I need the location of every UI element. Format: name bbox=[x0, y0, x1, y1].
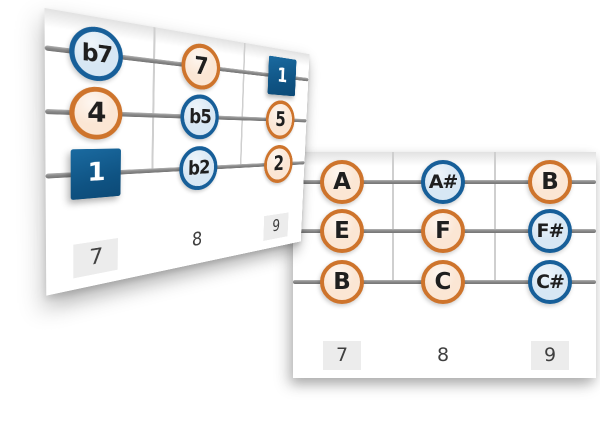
note-marker-label: 2 bbox=[273, 152, 285, 176]
note-marker-label: b2 bbox=[187, 156, 210, 180]
note-marker[interactable]: b5 bbox=[179, 93, 220, 140]
note-marker[interactable]: F# bbox=[528, 209, 572, 253]
note-marker-label: 1 bbox=[276, 64, 288, 88]
fret-number-badge: 9 bbox=[531, 340, 569, 370]
note-marker[interactable]: B bbox=[528, 160, 572, 204]
note-marker-label: B bbox=[541, 168, 559, 195]
fretboard-card-degrees: b7 7 1 4 b5 5 1 b2 2 7 8 9 bbox=[44, 8, 310, 296]
note-marker[interactable]: 5 bbox=[265, 99, 296, 140]
note-marker[interactable]: 2 bbox=[263, 144, 294, 185]
fret-number-badge: 9 bbox=[263, 212, 289, 241]
fret-line bbox=[239, 42, 246, 168]
note-marker-label: 7 bbox=[194, 51, 209, 81]
note-marker-label: 4 bbox=[87, 96, 107, 129]
fret-number-badge: 7 bbox=[323, 340, 361, 370]
fret-line bbox=[151, 27, 156, 173]
note-marker[interactable]: E bbox=[320, 209, 364, 253]
note-marker-label: A bbox=[333, 168, 351, 195]
note-marker[interactable]: F bbox=[421, 209, 465, 253]
note-marker[interactable]: C bbox=[421, 260, 465, 304]
fret-line bbox=[494, 152, 496, 284]
root-marker[interactable]: 1 bbox=[70, 148, 121, 201]
note-marker-label: B bbox=[333, 268, 351, 295]
fret-number-badge: 7 bbox=[73, 237, 118, 278]
note-marker-label: 1 bbox=[87, 158, 106, 189]
note-marker[interactable]: b2 bbox=[178, 145, 218, 192]
note-marker-label: A# bbox=[428, 170, 459, 193]
note-marker-label: C# bbox=[536, 270, 565, 293]
note-marker-label: C bbox=[434, 268, 452, 295]
fret-number: 8 bbox=[436, 344, 450, 366]
note-marker-label: F# bbox=[536, 219, 565, 242]
fretboard-top-shading bbox=[293, 152, 596, 166]
note-marker-label: E bbox=[334, 217, 350, 244]
note-marker-label: b7 bbox=[81, 37, 112, 69]
note-marker[interactable]: B bbox=[320, 260, 364, 304]
fret-number: 8 bbox=[191, 228, 203, 252]
note-marker[interactable]: 4 bbox=[69, 84, 123, 140]
root-marker[interactable]: 1 bbox=[267, 55, 297, 97]
note-marker-label: b5 bbox=[188, 104, 212, 128]
note-marker[interactable]: A# bbox=[421, 160, 465, 204]
note-marker-label: 5 bbox=[274, 107, 287, 131]
note-marker[interactable]: A bbox=[320, 160, 364, 204]
fret-line bbox=[392, 152, 394, 284]
note-marker-label: F bbox=[435, 217, 451, 244]
note-marker[interactable]: C# bbox=[528, 260, 572, 304]
